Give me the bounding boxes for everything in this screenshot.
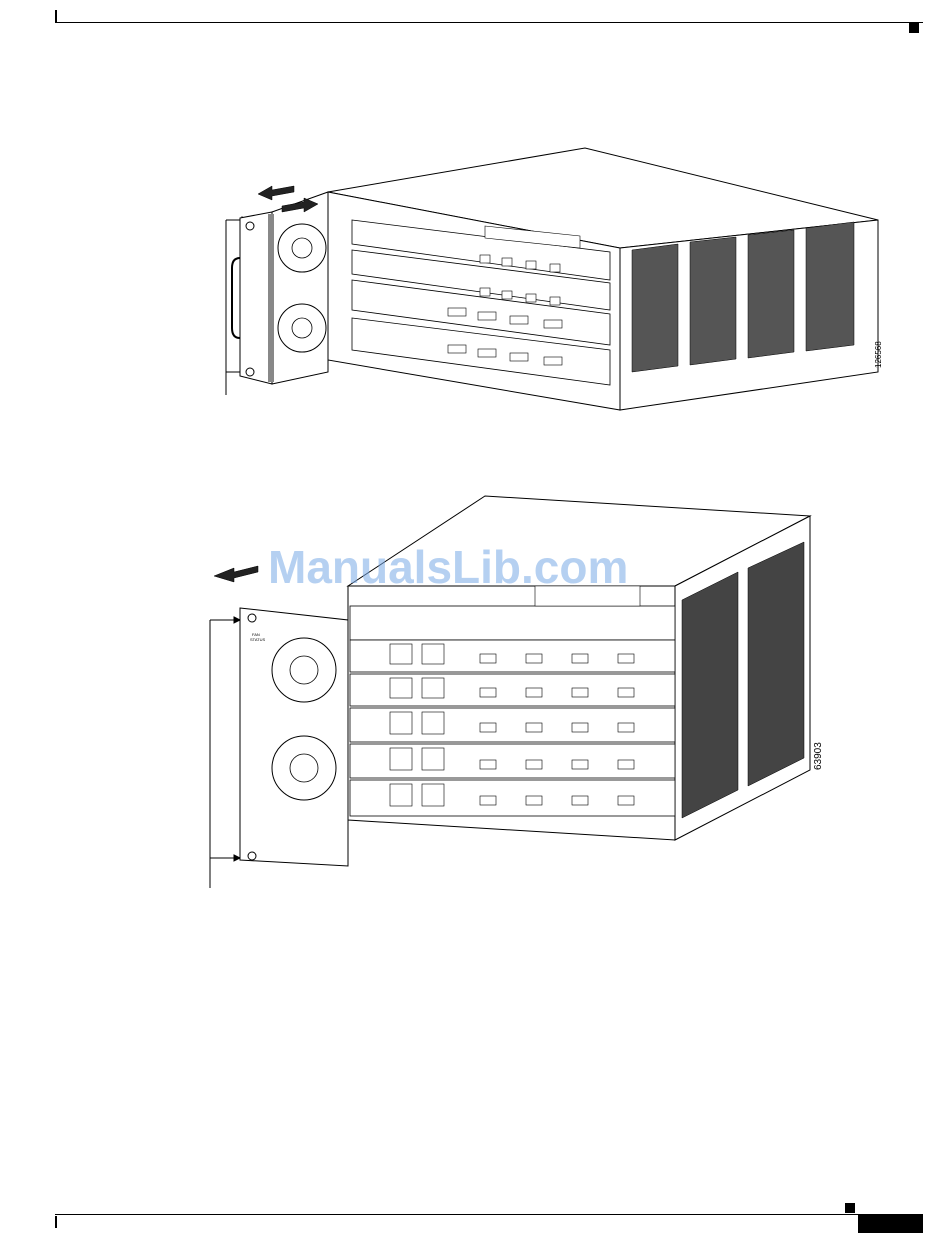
figure-1-chassis-fan-tray-illustration — [210, 140, 900, 430]
figure-1-id-label: 126568 — [874, 341, 883, 368]
header-left-tick — [55, 10, 57, 22]
header-square-marker — [909, 23, 919, 33]
header-rule — [55, 22, 923, 23]
supervisor-panel — [350, 606, 675, 640]
removal-arrow — [214, 566, 258, 582]
fan-tray-label-line2: STATUS — [250, 637, 265, 642]
footer-rule — [55, 1214, 923, 1215]
footer-left-tick — [55, 1216, 57, 1228]
footer-square-marker — [845, 1203, 855, 1213]
manualslib-watermark: ManualsLib.com — [268, 540, 628, 594]
footer-page-tab — [858, 1215, 923, 1233]
callout-bracket — [210, 617, 240, 888]
figure-2-id-label: 63903 — [813, 742, 824, 770]
fan-tray — [240, 608, 348, 866]
fan-tray — [232, 192, 328, 384]
